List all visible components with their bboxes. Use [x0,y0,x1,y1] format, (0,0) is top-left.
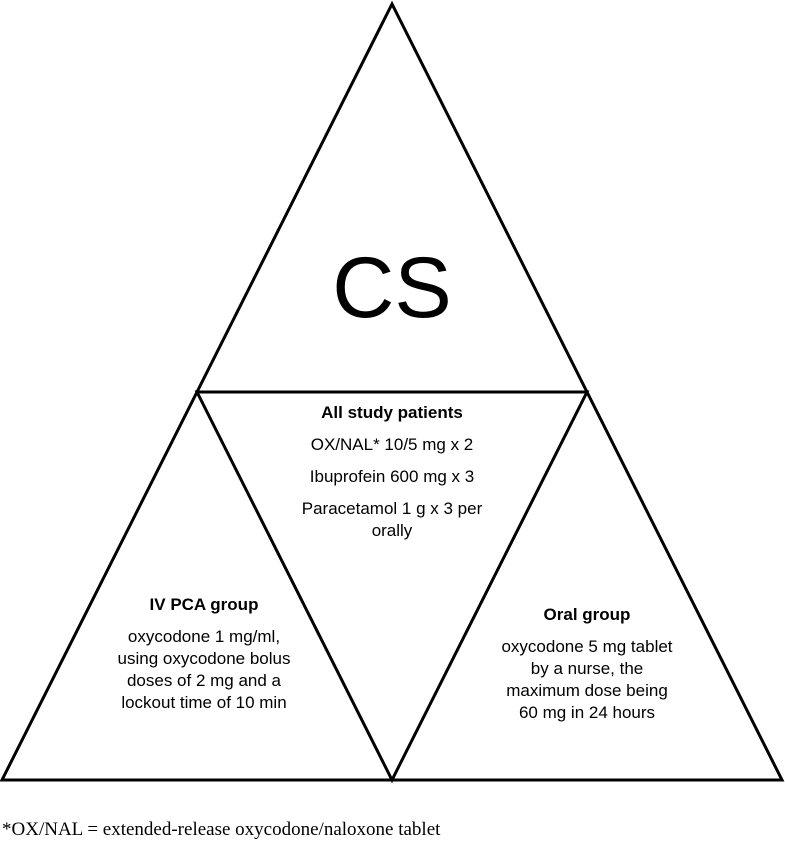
left-triangle-text: IV PCA group oxycodone 1 mg/ml, using ox… [115,594,293,724]
inner-inverted-triangle [194,390,590,784]
right-body: oxycodone 5 mg tablet by a nurse, the ma… [501,637,673,722]
left-title: IV PCA group [149,595,259,614]
center-title: All study patients [321,403,463,422]
right-title: Oral group [543,605,631,624]
center-item-2: Ibuprofein 600 mg x 3 [309,467,475,486]
footnote: *OX/NAL = extended-release oxycodone/nal… [2,819,441,840]
center-item-1: OX/NAL* 10/5 mg x 2 [310,435,474,454]
right-triangle-text: Oral group oxycodone 5 mg tablet by a nu… [498,604,676,734]
top-triangle-label: CS [332,240,452,336]
center-triangle-text: All study patients OX/NAL* 10/5 mg x 2 I… [296,402,488,552]
center-item-3: Paracetamol 1 g x 3 per orally [301,499,483,540]
left-body: oxycodone 1 mg/ml, using oxycodone bolus… [117,627,291,712]
